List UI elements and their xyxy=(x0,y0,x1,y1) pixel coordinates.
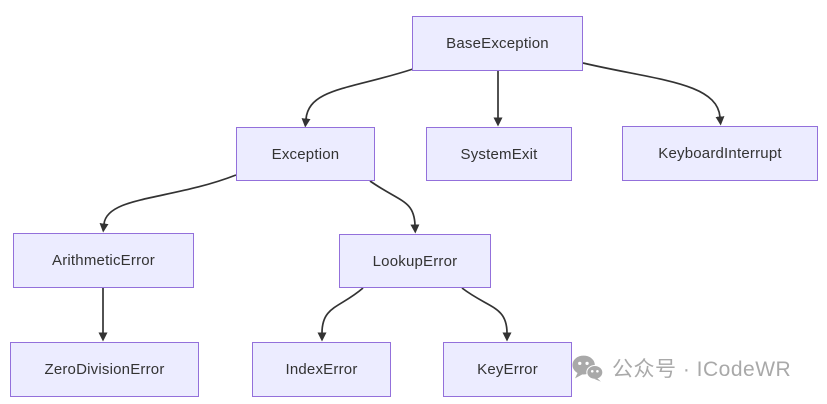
watermark: 公众号 · ICodeWR xyxy=(572,350,791,386)
edge-lookuperror-keyerror xyxy=(461,287,512,342)
node-arithmetic-error: ArithmeticError xyxy=(13,233,194,288)
node-system-exit: SystemExit xyxy=(426,127,572,181)
edge-lookuperror-indexerror xyxy=(317,287,364,342)
edge-exception-lookuperror xyxy=(369,180,420,234)
edge-exception-arithmeticerror xyxy=(99,174,237,233)
node-lookup-error: LookupError xyxy=(339,234,491,288)
node-zero-division-error: ZeroDivisionError xyxy=(10,342,199,397)
node-base-exception: BaseException xyxy=(412,16,583,71)
node-index-error: IndexError xyxy=(252,342,391,397)
watermark-text: 公众号 · ICodeWR xyxy=(612,358,792,381)
node-key-error: KeyError xyxy=(443,342,572,397)
edge-baseexception-keyboardinterrupt xyxy=(582,62,725,126)
node-keyboard-interrupt: KeyboardInterrupt xyxy=(622,126,818,181)
edge-baseexception-exception xyxy=(301,68,414,128)
wechat-icon xyxy=(572,355,603,382)
node-exception: Exception xyxy=(236,127,375,181)
